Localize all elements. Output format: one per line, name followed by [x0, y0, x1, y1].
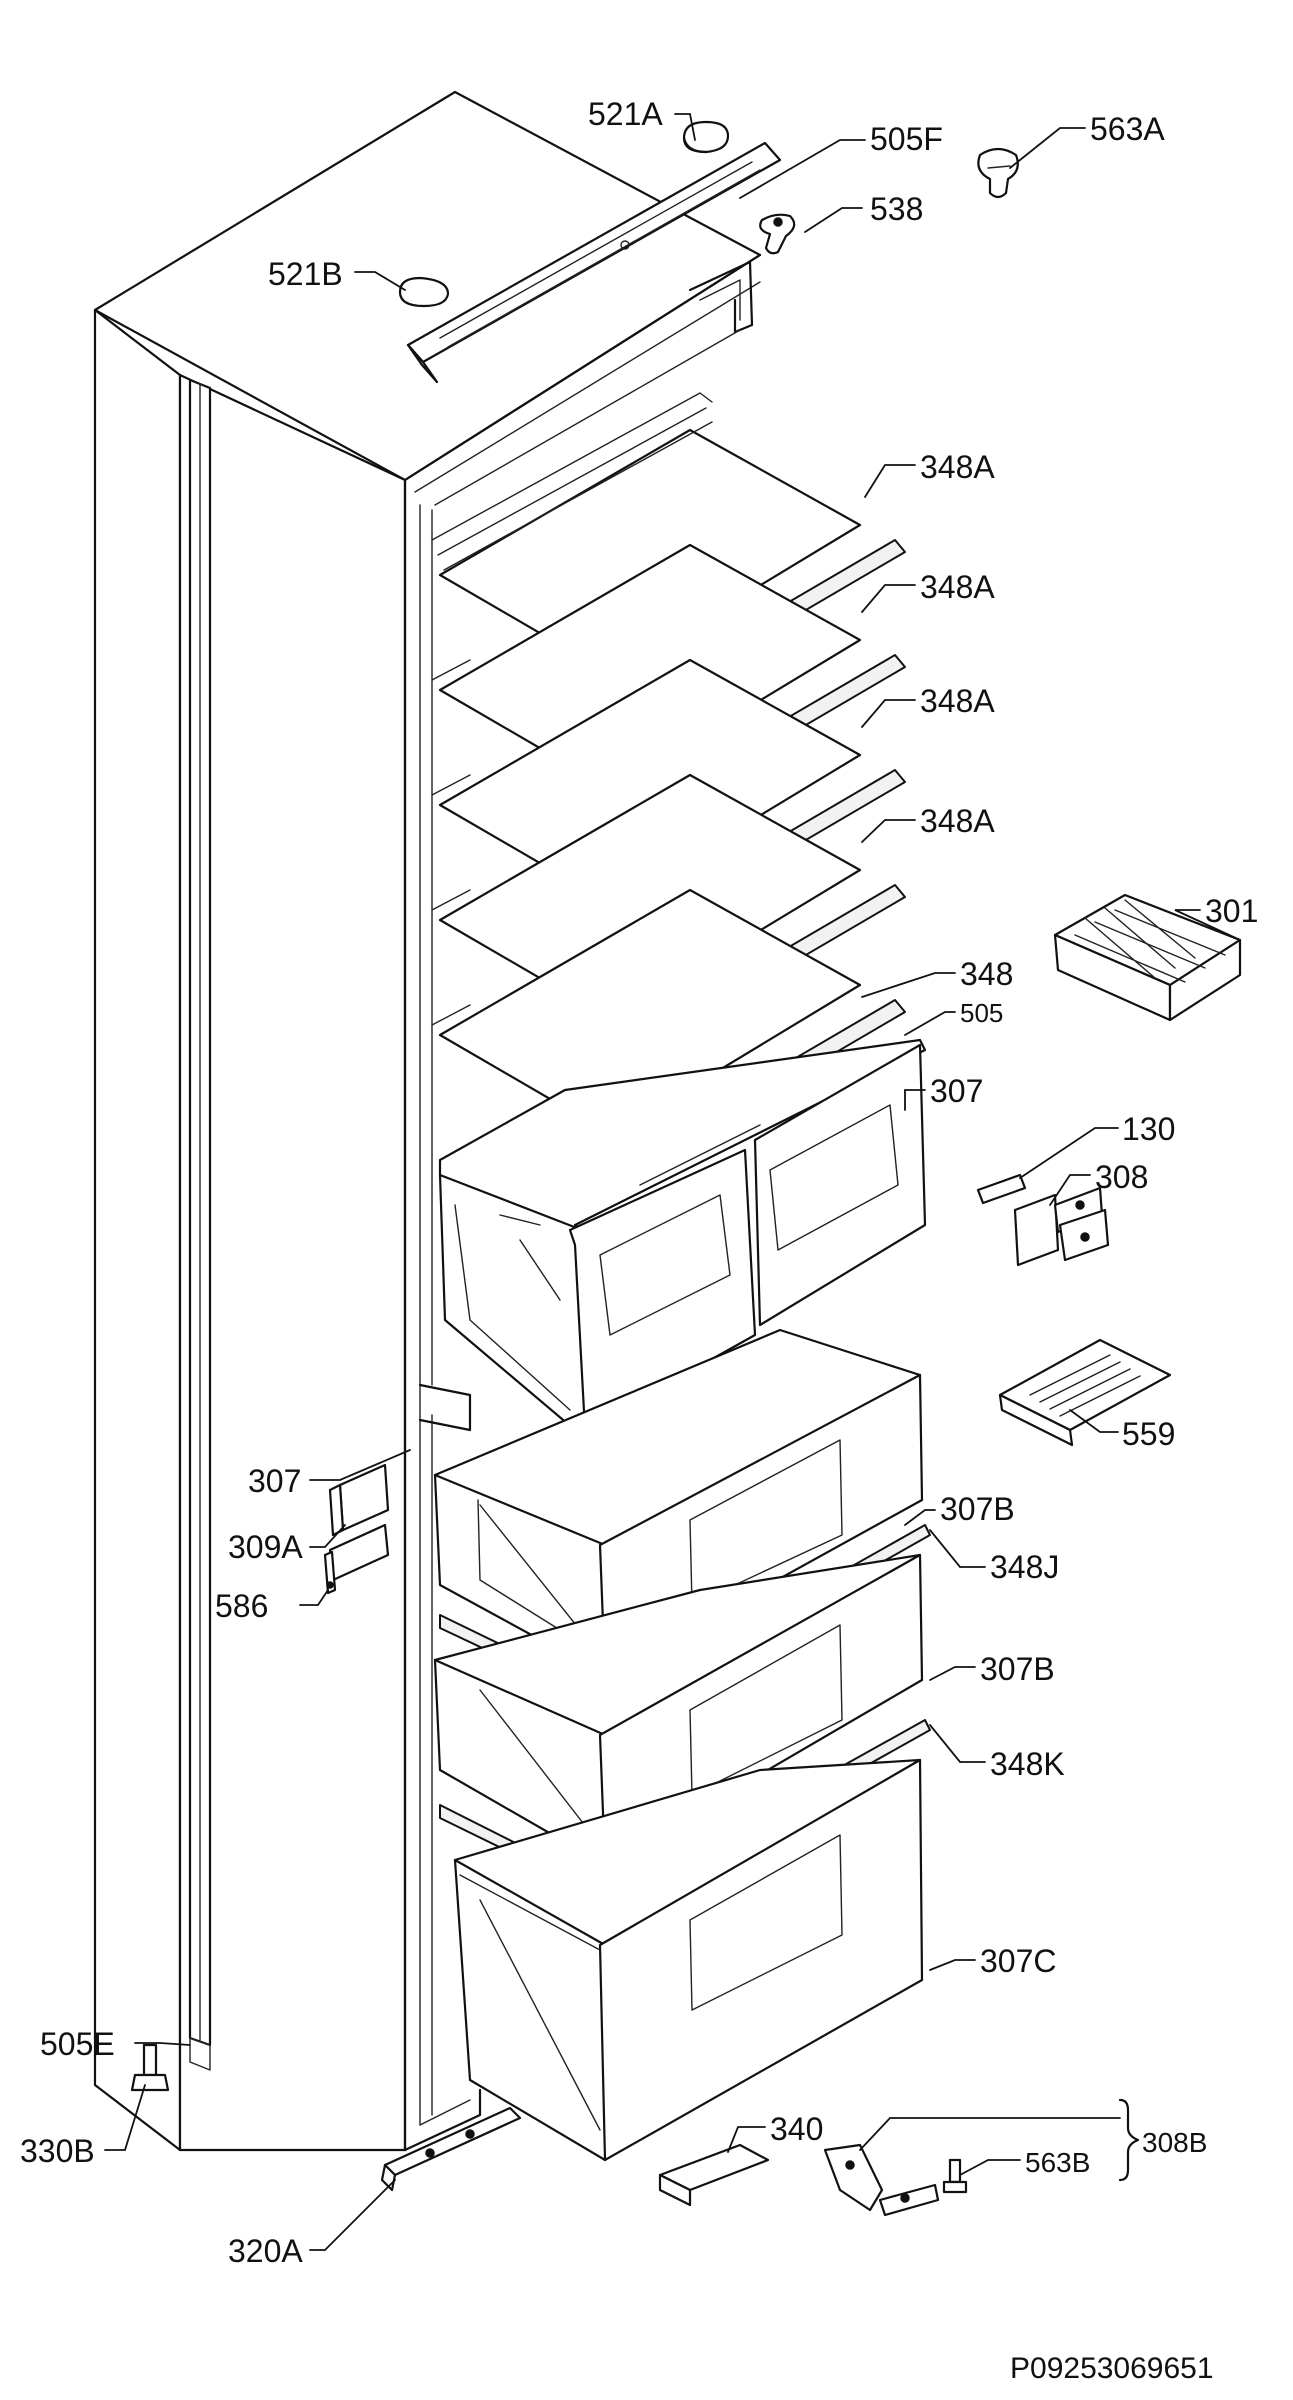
- label-563b: 563B: [1025, 2147, 1090, 2178]
- freezer-drawer-307b-2: [433, 1553, 924, 1867]
- label-348k: 348K: [990, 1746, 1065, 1782]
- hinge-cap-521a: [682, 120, 730, 154]
- callout-labels: 521A 505F 563A 538 521B 348A 348A 348A 3…: [20, 96, 1258, 2269]
- clip-130: [976, 1173, 1027, 1205]
- leader-lines: [104, 113, 1241, 2251]
- cabinet-body: [93, 90, 762, 2152]
- label-348j: 348J: [990, 1549, 1059, 1585]
- label-307b-1: 307B: [940, 1491, 1015, 1527]
- plinth-bracket-320a: [380, 2106, 522, 2192]
- label-348a-3: 348A: [920, 683, 995, 719]
- label-301: 301: [1205, 893, 1258, 929]
- hinge-308: [1013, 1186, 1110, 1267]
- label-348: 348: [960, 956, 1013, 992]
- label-340: 340: [770, 2111, 823, 2147]
- label-309a: 309A: [228, 1529, 303, 1565]
- label-505: 505: [960, 998, 1003, 1028]
- label-130: 130: [1122, 1111, 1175, 1147]
- label-308: 308: [1095, 1159, 1148, 1195]
- label-505e: 505E: [40, 2026, 115, 2062]
- label-563a: 563A: [1090, 111, 1165, 147]
- label-307b-2: 307B: [980, 1651, 1055, 1687]
- label-521a: 521A: [588, 96, 663, 132]
- label-586: 586: [215, 1588, 268, 1624]
- screw-563b: [942, 2158, 968, 2194]
- door-stop-563a: [977, 147, 1019, 199]
- hinge-pin-538: [759, 213, 796, 255]
- label-307-top: 307: [930, 1073, 983, 1109]
- ice-cube-tray-301: [1053, 893, 1242, 1022]
- label-307-left: 307: [248, 1463, 301, 1499]
- shelf-rails: [431, 659, 471, 1026]
- bracket-brace-308b: [1118, 2098, 1140, 2182]
- hinge-cap-521b: [398, 276, 450, 308]
- freezer-drawer-307c: [453, 1758, 924, 2162]
- hinge-bracket-505f: [406, 141, 782, 384]
- label-330b: 330B: [20, 2133, 95, 2169]
- label-521b: 521B: [268, 256, 343, 292]
- block-340: [658, 2143, 770, 2207]
- ice-tray-lid-559: [998, 1338, 1172, 1447]
- label-308b: 308B: [1142, 2127, 1207, 2158]
- label-538: 538: [870, 191, 923, 227]
- bracket-586: [323, 1523, 390, 1595]
- hinge-cover-309a: [328, 1463, 390, 1537]
- label-348a-1: 348A: [920, 449, 995, 485]
- drawing-number: P09253069651: [1010, 2352, 1214, 2385]
- label-348a-2: 348A: [920, 569, 995, 605]
- label-559: 559: [1122, 1416, 1175, 1452]
- adjustable-foot-330b: [130, 2043, 170, 2092]
- label-320a: 320A: [228, 2233, 303, 2269]
- label-505f: 505F: [870, 121, 943, 157]
- label-348a-4: 348A: [920, 803, 995, 839]
- label-307c: 307C: [980, 1943, 1057, 1979]
- hinge-308b: [823, 2143, 940, 2217]
